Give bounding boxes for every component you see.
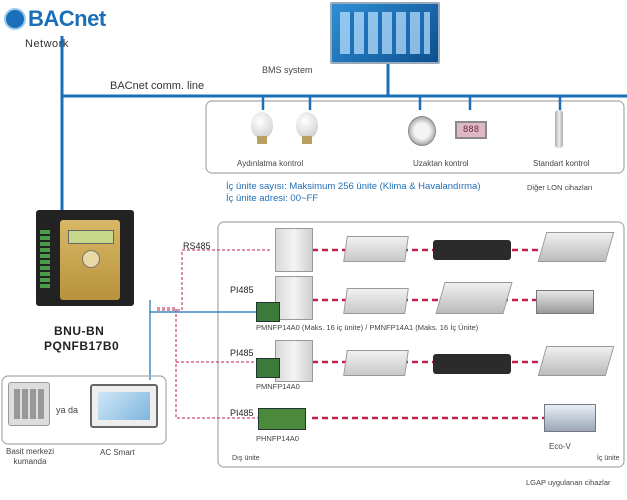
gateway-front-panel: [60, 220, 120, 300]
pi485-label-row2: PI485: [230, 285, 254, 295]
gateway-part-number: PQNFB17B0: [44, 339, 120, 353]
pi485-module: [258, 408, 306, 430]
module-label-row2: PMNFP14A0 (Maks. 16 iç ünite) / PMNFP14A…: [256, 323, 479, 332]
cassette-unit: [343, 288, 409, 314]
indoor-unit-count: İç ünite sayısı: Maksimum 256 ünite (Kli…: [226, 181, 481, 192]
module-label-row3: PMNFP14A0: [256, 382, 300, 391]
meter-icon: [408, 116, 436, 146]
keypad-controller-icon: [8, 382, 50, 426]
bacnet-logo: BACnet: [4, 6, 116, 38]
wall-unit: [433, 240, 511, 260]
remote-control-label: Uzaktan kontrol: [413, 159, 469, 168]
indoor-unit-address: İç ünite adresi: 00~FF: [226, 193, 319, 204]
digital-display-icon: 888: [455, 121, 487, 139]
sensor-probe-icon: [555, 110, 563, 148]
bms-system-screen: [330, 2, 440, 64]
rs485-label: RS485: [183, 241, 211, 251]
cassette-unit: [343, 236, 409, 262]
pi485-label-row3: PI485: [230, 348, 254, 358]
bacnet-logo-icon: [4, 8, 26, 30]
outdoor-unit: [275, 340, 313, 382]
ya-da-label: ya da: [56, 405, 79, 415]
comm-line-label: BACnet comm. line: [110, 80, 205, 92]
pi485-label-row4: PI485: [230, 408, 254, 418]
pi485-module: [256, 358, 280, 378]
eco-v-label: Eco-V: [549, 442, 571, 451]
lon-devices-label: Diğer LON cihazları: [527, 183, 593, 192]
rs485-line: [157, 249, 272, 311]
module-label-row4: PHNFP14A0: [256, 434, 299, 443]
simple-central-label: Basit merkezi kumanda: [6, 447, 55, 466]
network-label: Network: [25, 38, 69, 50]
ceiling-unit: [435, 282, 513, 314]
gateway-keypad-icon: [82, 250, 100, 268]
gateway-lcd: [68, 230, 114, 244]
bms-label: BMS system: [262, 65, 313, 75]
lgap-devices-label: LGAP uygulanan cihazlar: [526, 478, 611, 487]
light-bulb-icon: [251, 112, 273, 138]
light-bulb-icon: [296, 112, 318, 138]
lighting-control-label: Aydınlatma kontrol: [237, 159, 304, 168]
lon-devices-box: [205, 100, 625, 174]
cassette-unit: [343, 350, 409, 376]
ceiling-unit: [537, 346, 615, 376]
bacnet-logo-text: BACnet: [28, 6, 106, 31]
eco-v-unit: [544, 404, 596, 432]
gateway-model: BNU-BN: [54, 324, 105, 338]
duct-unit: [536, 290, 594, 314]
lgap-devices-box: [217, 221, 625, 468]
wall-unit: [433, 354, 511, 374]
ac-smart-label: AC Smart: [100, 448, 135, 457]
outdoor-unit-label: Dış ünite: [232, 455, 260, 462]
ac-smart-screen: [90, 384, 158, 428]
controllers-box: [1, 375, 167, 445]
indoor-unit-label: İç ünite: [597, 455, 620, 462]
gateway-device: [36, 210, 134, 306]
standard-control-label: Standart kontrol: [533, 159, 590, 168]
outdoor-unit: [275, 276, 313, 320]
ceiling-unit: [537, 232, 615, 262]
outdoor-unit: [275, 228, 313, 272]
pi485-module: [256, 302, 280, 322]
